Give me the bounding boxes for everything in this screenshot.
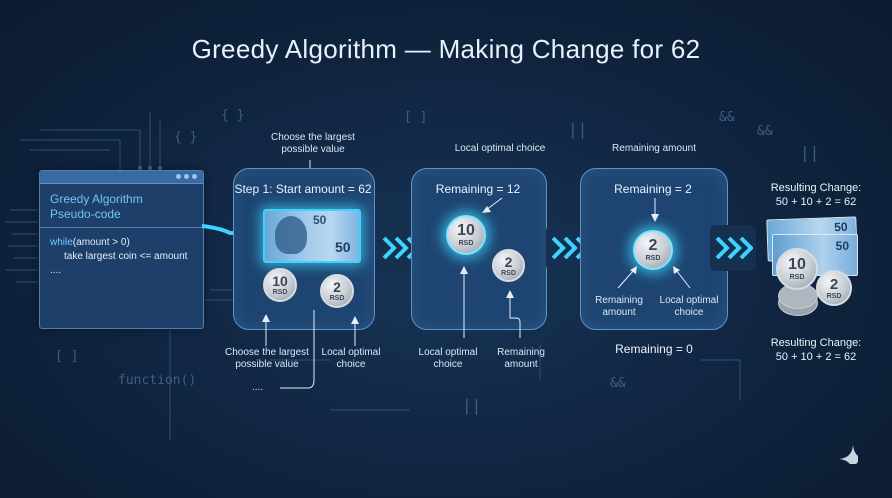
chevron-right-icon (710, 225, 756, 271)
step2-bottom-right-annotation: Remaining amount (497, 347, 545, 370)
step3-top-annotation: Remaining amount (612, 143, 696, 154)
step2-bottom-arrows (460, 266, 521, 338)
result-bottom-label: Resulting Change: 50 + 10 + 2 = 62 (770, 337, 862, 363)
window-titlebar (40, 171, 203, 184)
step1-label: Step 1: Start amount = 62 (234, 182, 372, 196)
code-line-while: while(amount > 0) (50, 237, 130, 248)
step3-inner-right-annotation: Local optimal choice (659, 295, 719, 318)
step1-dots: .... (252, 382, 264, 393)
result-banknote-value: 50 (833, 219, 848, 235)
deco-pipes: || (568, 120, 588, 139)
banknote-50: 50 50 (263, 209, 361, 263)
sparkle-icon (839, 445, 858, 464)
deco-braces: { } (174, 130, 198, 145)
pseudo-code-window: Greedy Algorithm Pseudo-code while(amoun… (39, 170, 204, 329)
step3-arrow (651, 198, 659, 222)
banknote-portrait-icon (275, 216, 307, 254)
code-subtitle: Pseudo-code (50, 207, 121, 221)
step3-label: Remaining = 2 (614, 182, 692, 196)
deco-brackets: [ ] (55, 349, 79, 364)
step1-top-annotation: Choose the largest possible value (271, 132, 355, 155)
deco-function: function() (118, 373, 197, 388)
step3-inner-arrows (617, 266, 691, 289)
deco-and: && (719, 110, 735, 125)
step1-bottom-left-annotation: Choose the largest possible value (225, 347, 309, 370)
step3-inner-left-annotation: Remaining amount (595, 295, 643, 318)
step3-final-remaining: Remaining = 0 (615, 342, 693, 356)
step2-label: Remaining = 12 (435, 182, 521, 196)
code-title: Greedy Algorithm (50, 192, 143, 206)
step2-arrow (482, 197, 503, 213)
step2-bottom-left-annotation: Local optimal choice (418, 347, 478, 370)
deco-brackets: [ ] (404, 110, 428, 125)
code-line-dots: .... (50, 265, 62, 276)
deco-and: && (757, 124, 773, 139)
deco-pipes: || (800, 143, 820, 162)
result-top-label: Resulting Change: 50 + 10 + 2 = 62 (770, 182, 862, 208)
step1-bottom-right-annotation: Local optimal choice (321, 347, 381, 370)
banknote-value-top: 50 (313, 213, 327, 227)
deco-and: && (610, 376, 626, 391)
deco-pipes: || (462, 396, 482, 415)
code-line-take: take largest coin <= amount (64, 251, 188, 262)
diagram-title: Greedy Algorithm — Making Change for 62 (191, 34, 701, 64)
result-banknote-value-2: 50 (835, 239, 849, 253)
deco-braces: { } (221, 108, 245, 123)
step1-bottom-arrows (262, 310, 359, 389)
banknote-value: 50 (335, 239, 351, 255)
step2-top-annotation: Local optimal choice (454, 143, 546, 154)
